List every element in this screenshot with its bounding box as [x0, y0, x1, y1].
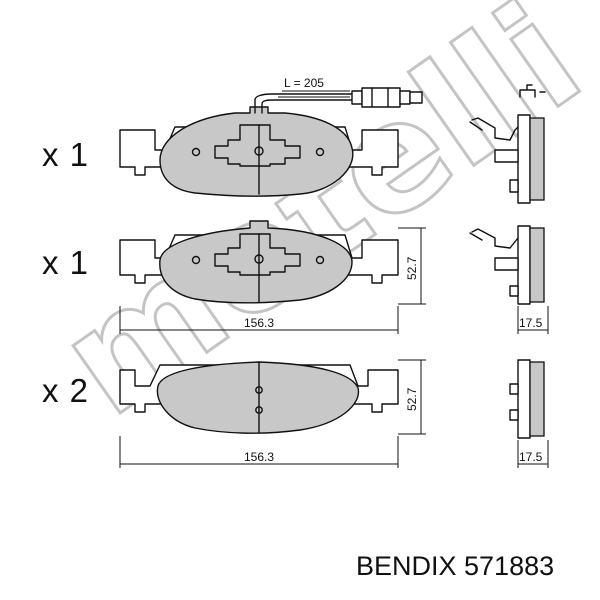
- pad-3: 156.3 52.7: [119, 359, 426, 468]
- side-view-2: 17.5: [469, 225, 549, 334]
- quantity-label-2: x 1: [42, 244, 90, 281]
- height-dim-2: 52.7: [405, 256, 419, 280]
- thickness-dim-3: 17.5: [519, 450, 543, 464]
- length-dim-2: 156.3: [244, 316, 274, 330]
- quantity-label-1: x 1: [42, 136, 90, 173]
- side-view-1: [469, 84, 546, 204]
- pad-2: 156.3 52.7: [119, 220, 426, 334]
- length-dim-3: 156.3: [244, 450, 274, 464]
- part-caption: BENDIX 571883: [356, 551, 555, 581]
- thickness-dim-2: 17.5: [519, 316, 543, 330]
- side-view-3: 17.5: [509, 359, 549, 468]
- quantity-label-3: x 2: [42, 372, 90, 409]
- pad-with-sensor: L = 205: [119, 76, 423, 197]
- height-dim-3: 52.7: [405, 387, 419, 411]
- wire-length-label: L = 205: [284, 76, 324, 90]
